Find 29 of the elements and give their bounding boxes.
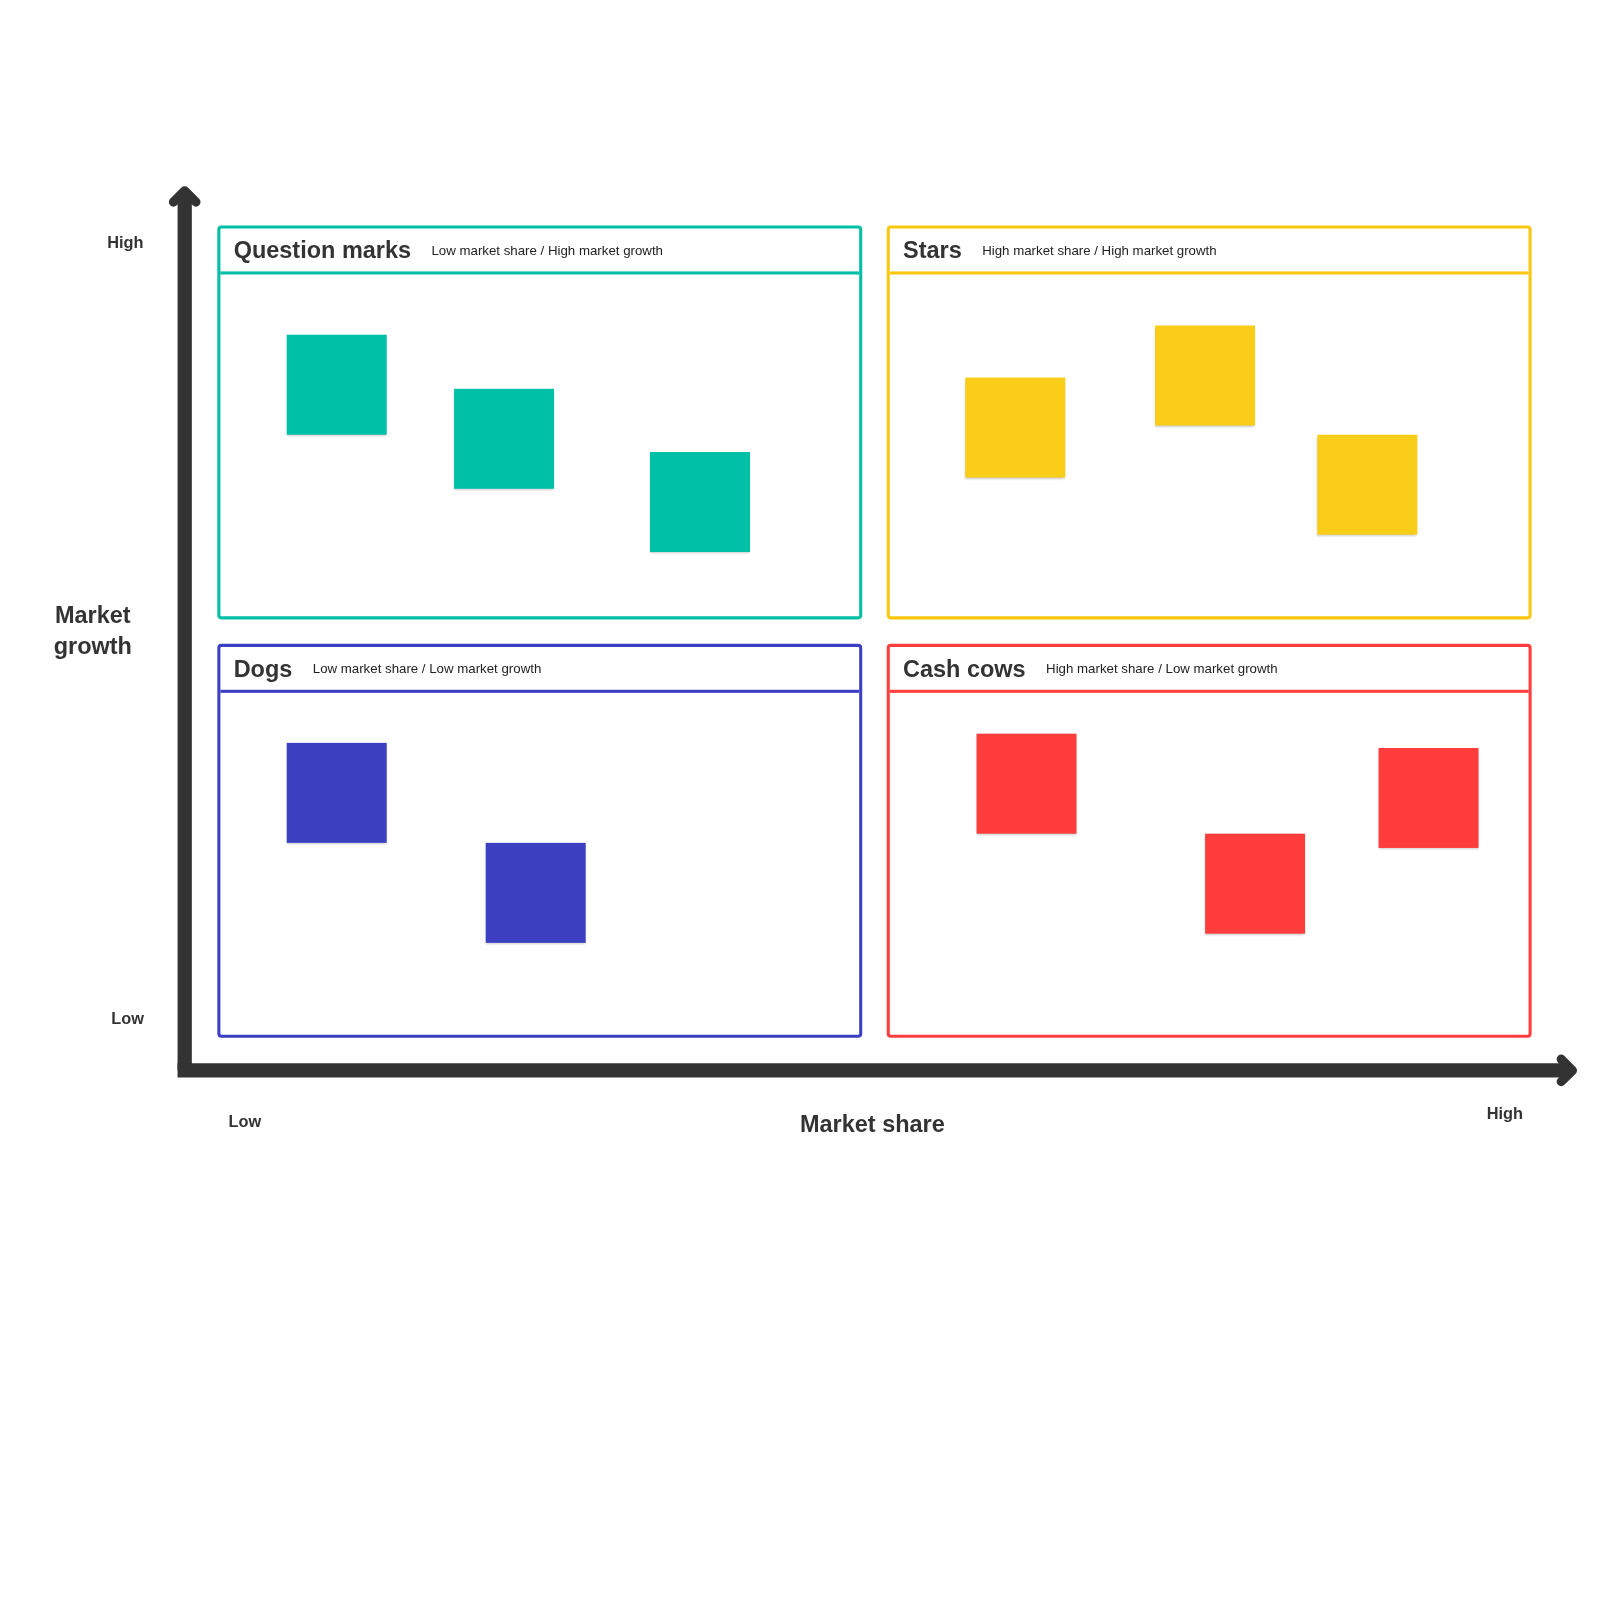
quadrant-subtitle: Low market share / High market growth — [431, 242, 663, 258]
axis-label: High — [107, 233, 144, 253]
sticky-note — [976, 733, 1077, 834]
sticky-note — [1155, 325, 1256, 426]
quadrant-subtitle: High market share / High market growth — [982, 242, 1217, 258]
quadrant-panel — [217, 225, 863, 620]
axis-title: Market share — [800, 1110, 945, 1138]
quadrant-panel — [886, 225, 1532, 620]
quadrant-title: Cash cows — [903, 654, 1026, 683]
sticky-note — [1378, 747, 1479, 848]
quadrant-title: Question marks — [233, 236, 412, 264]
axis-label: Low — [228, 1112, 262, 1131]
sticky-note — [965, 377, 1066, 478]
quadrant-title: Stars — [903, 236, 962, 264]
quadrant-panel — [217, 643, 863, 1038]
sticky-note — [286, 742, 387, 843]
quadrant-subtitle: Low market share / Low market growth — [312, 660, 542, 676]
sticky-note — [650, 452, 750, 553]
sticky-note — [286, 334, 387, 435]
axis-label: Low — [111, 1010, 144, 1029]
axis-label: High — [1486, 1105, 1523, 1124]
quadrant-panel — [886, 643, 1532, 1038]
quadrant-title: Dogs — [233, 654, 293, 683]
axis-title: Market growth — [52, 601, 133, 662]
sticky-note — [1205, 833, 1306, 934]
quadrant-subtitle: High market share / Low market growth — [1046, 660, 1278, 676]
sticky-note — [485, 842, 586, 943]
sticky-note — [454, 388, 555, 489]
sticky-note — [1317, 434, 1418, 535]
